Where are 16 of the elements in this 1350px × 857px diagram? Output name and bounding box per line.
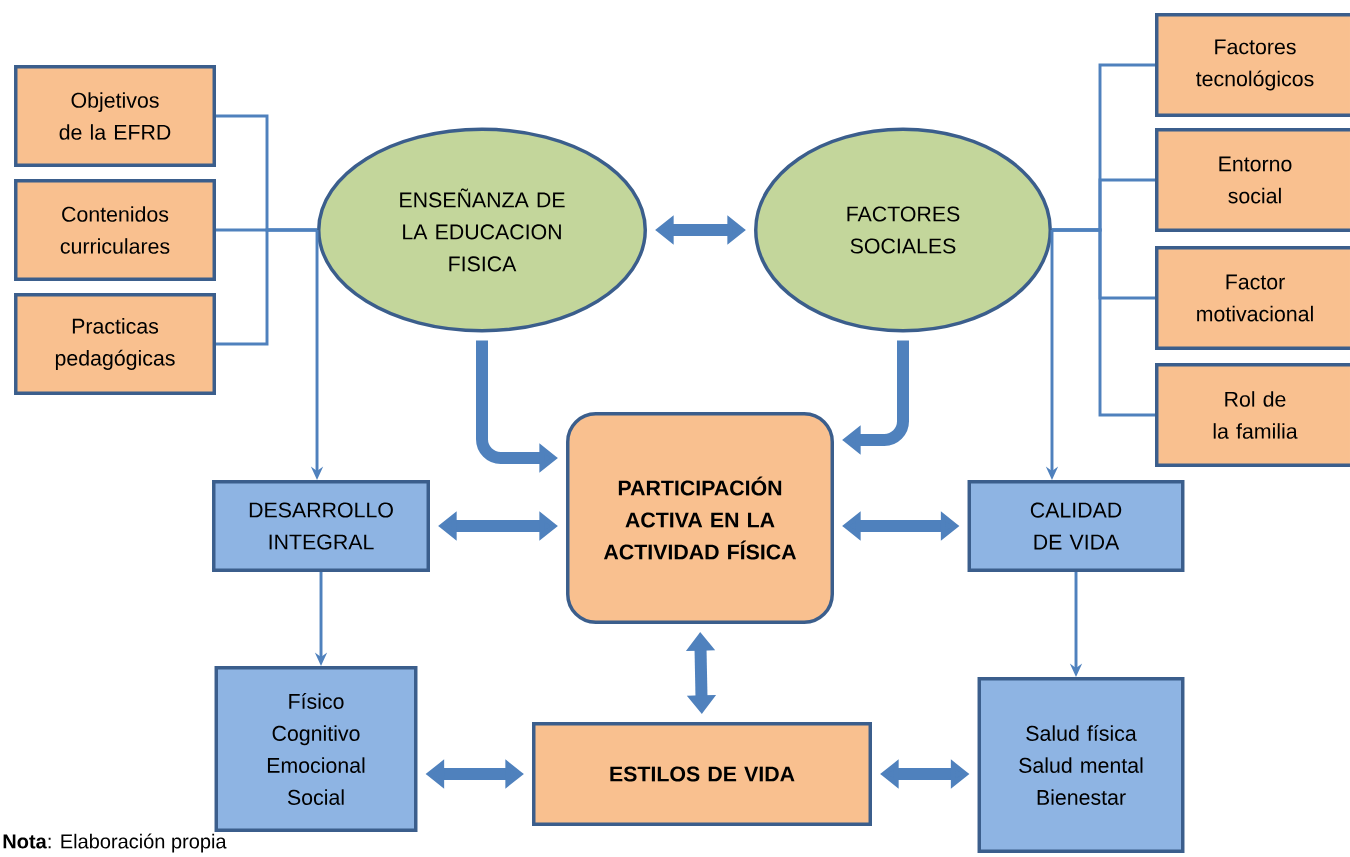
result-box: Físico Cognitivo Emocional Social: [214, 666, 418, 832]
connector-line: [1052, 228, 1155, 417]
process-box: Practicas pedagógicas: [14, 293, 216, 395]
connector-line: [216, 228, 317, 346]
process-box: Contenidos curriculares: [14, 179, 216, 281]
result-box: Salud física Salud mental Bienestar: [977, 677, 1185, 853]
result-box: DESARROLLO INTEGRAL: [212, 480, 430, 572]
caption-text: Nota: Elaboración propia: [3, 833, 227, 853]
central-box: PARTICIPACIÓN ACTIVA EN LA ACTIVIDAD FÍSICA: [566, 412, 834, 624]
process-box: Objetivos de la EFRD: [14, 65, 216, 167]
central-box: ESTILOS DE VIDA: [532, 722, 872, 826]
process-box: Factor motivacional: [1155, 246, 1350, 350]
process-box: Factores tecnológicos: [1155, 13, 1350, 117]
process-box: Rol de la familia: [1155, 363, 1350, 467]
result-box: CALIDAD DE VIDA: [967, 480, 1185, 572]
process-box: Entorno social: [1155, 128, 1350, 232]
